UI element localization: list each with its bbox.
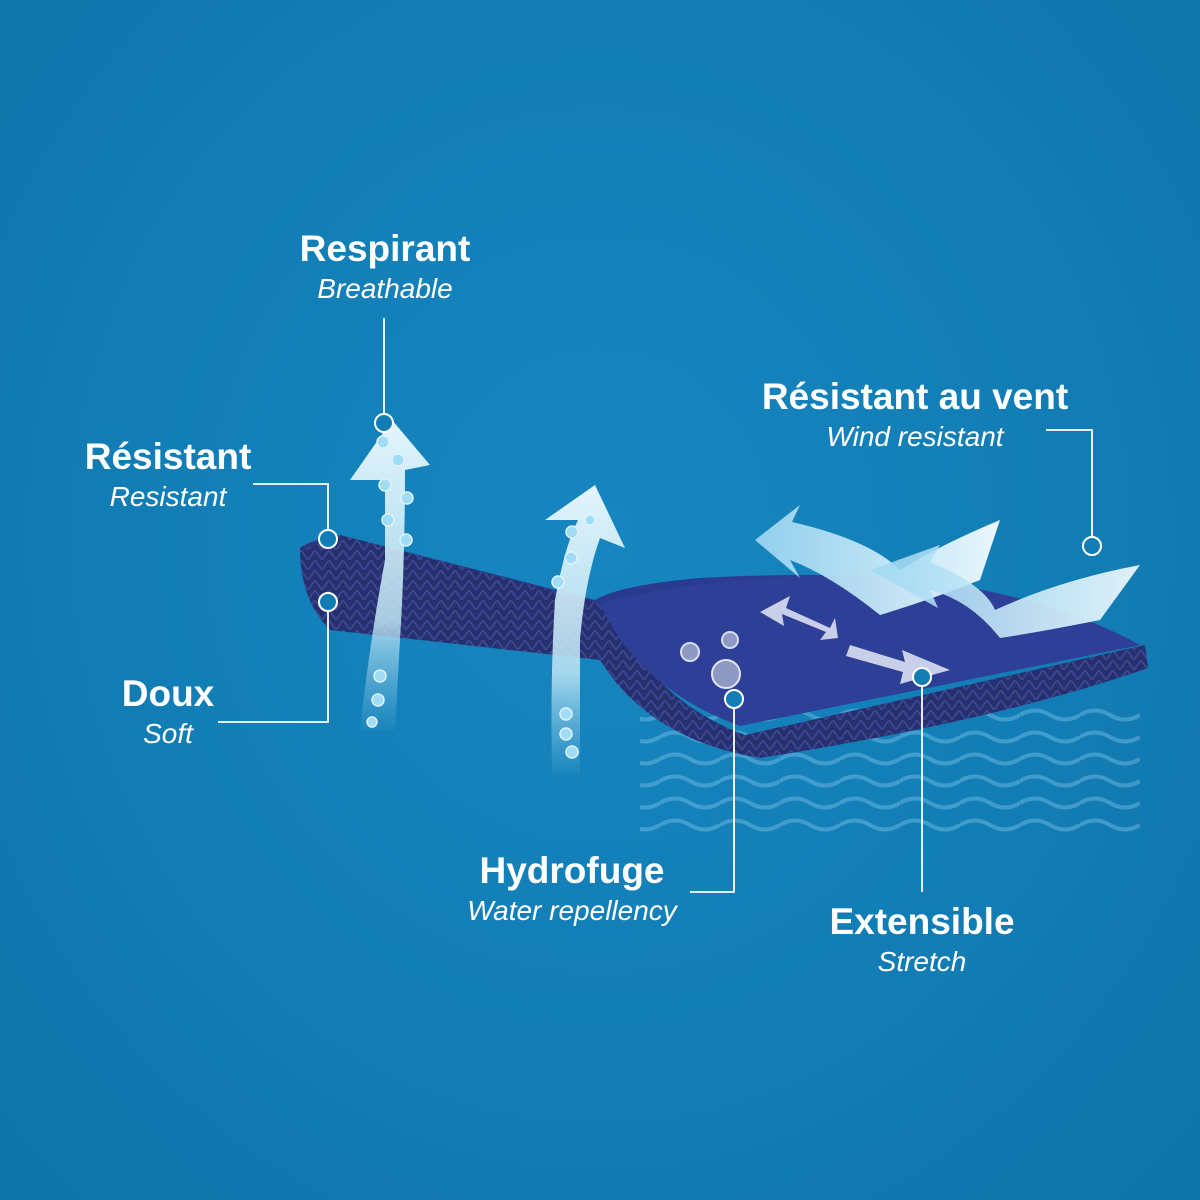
water-drops xyxy=(680,631,741,689)
feature-title: Résistant xyxy=(84,436,252,477)
air-bubbles xyxy=(366,435,596,759)
feature-title: Doux xyxy=(121,673,215,714)
breathable-arrow-left xyxy=(350,420,430,730)
feature-title: Hydrofuge xyxy=(479,850,665,891)
feature-extensible: Extensible Stretch xyxy=(802,903,1042,976)
feature-respirant: Respirant Breathable xyxy=(285,230,485,303)
feature-title: Respirant xyxy=(299,228,471,269)
feature-hydrofuge: Hydrofuge Water repellency xyxy=(432,852,712,925)
feature-doux: Doux Soft xyxy=(88,675,248,748)
feature-subtitle: Water repellency xyxy=(467,895,677,926)
feature-resistant: Résistant Resistant xyxy=(68,438,268,511)
feature-vent: Résistant au vent Wind resistant xyxy=(735,378,1095,451)
feature-subtitle: Resistant xyxy=(109,481,227,512)
feature-title: Extensible xyxy=(829,901,1015,942)
feature-subtitle: Breathable xyxy=(317,273,453,304)
wind-arrow-front xyxy=(870,545,1140,638)
feature-subtitle: Soft xyxy=(143,718,193,749)
feature-subtitle: Wind resistant xyxy=(826,421,1004,452)
leader-lines xyxy=(218,318,1093,893)
fabric-side xyxy=(300,535,1148,758)
leader-markers xyxy=(318,413,1102,709)
feature-title: Résistant au vent xyxy=(761,376,1069,417)
stretch-arrow xyxy=(760,596,950,684)
feature-subtitle: Stretch xyxy=(877,946,967,977)
